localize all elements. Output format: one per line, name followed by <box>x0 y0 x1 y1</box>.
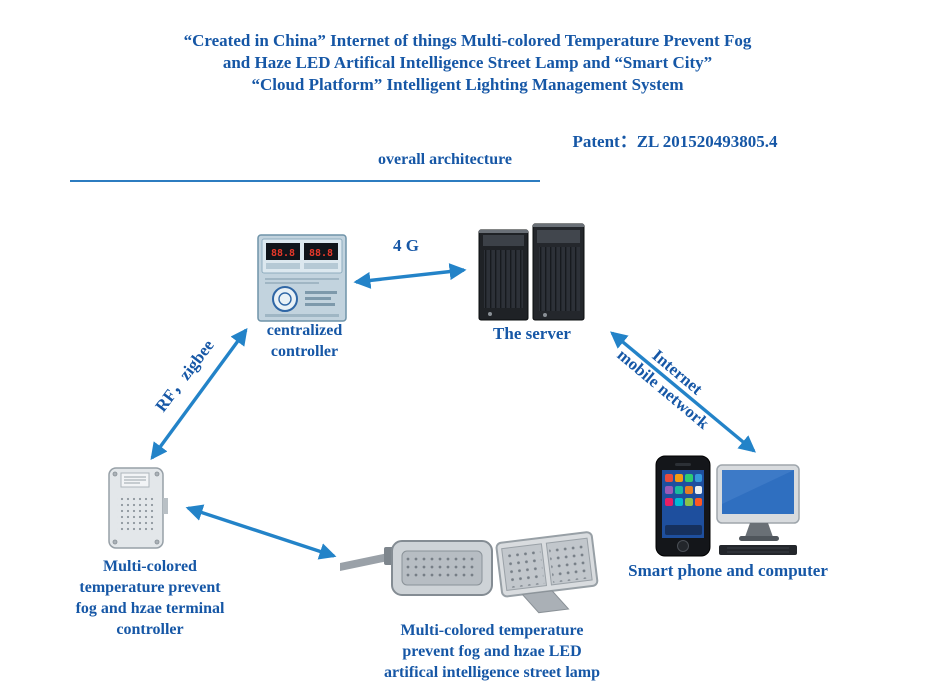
terminal-label: Multi-colored temperature prevent fog an… <box>55 556 245 640</box>
page-title: “Created in China” Internet of things Mu… <box>0 30 935 96</box>
terminal-label-line4: controller <box>116 621 184 638</box>
svg-text:88.8: 88.8 <box>309 248 333 259</box>
link-label-rf-zigbee: RF，zigbee <box>151 336 218 416</box>
section-title: overall architecture <box>377 151 513 168</box>
title-line-1: “Created in China” Internet of things Mu… <box>183 31 752 50</box>
terminal-label-line2: temperature prevent <box>79 579 221 596</box>
svg-text:88.8: 88.8 <box>271 248 295 259</box>
terminal-controller-image <box>107 466 169 550</box>
controller-label: centralized controller <box>237 320 372 362</box>
server-label: The server <box>493 324 571 343</box>
arrow-terminal-lamp <box>185 504 337 560</box>
section-underline <box>70 180 540 182</box>
link-label-4g: 4 G <box>393 236 419 255</box>
title-line-3: “Cloud Platform” Intelligent Lighting Ma… <box>251 75 684 94</box>
lamp-label-line1: Multi-colored temperature <box>400 622 584 639</box>
lamp-label-line3: artifical intelligence street lamp <box>383 664 601 681</box>
server-image <box>478 222 585 322</box>
terminal-label-line3: fog and hzae terminal <box>75 600 225 617</box>
title-line-2: and Haze LED Artifical Intelligence Stre… <box>222 53 713 72</box>
client-label: Smart phone and computer <box>628 561 828 580</box>
lamp-label: Multi-colored temperature prevent fog an… <box>327 620 657 683</box>
street-lamp-image <box>340 515 602 617</box>
link-label-internet: Internet mobile network <box>602 319 738 443</box>
patent-number: Patent：ZL 201520493805.4 <box>572 132 778 151</box>
controller-label-line2: controller <box>270 343 339 360</box>
arrow-controller-server <box>353 263 467 289</box>
smartphone-computer-image <box>655 455 800 557</box>
centralized-controller-image: 88.8 88.8 <box>257 233 347 323</box>
terminal-label-line1: Multi-colored <box>103 558 197 575</box>
lamp-label-line2: prevent fog and hzae LED <box>402 643 582 660</box>
controller-label-line1: centralized <box>266 322 343 339</box>
